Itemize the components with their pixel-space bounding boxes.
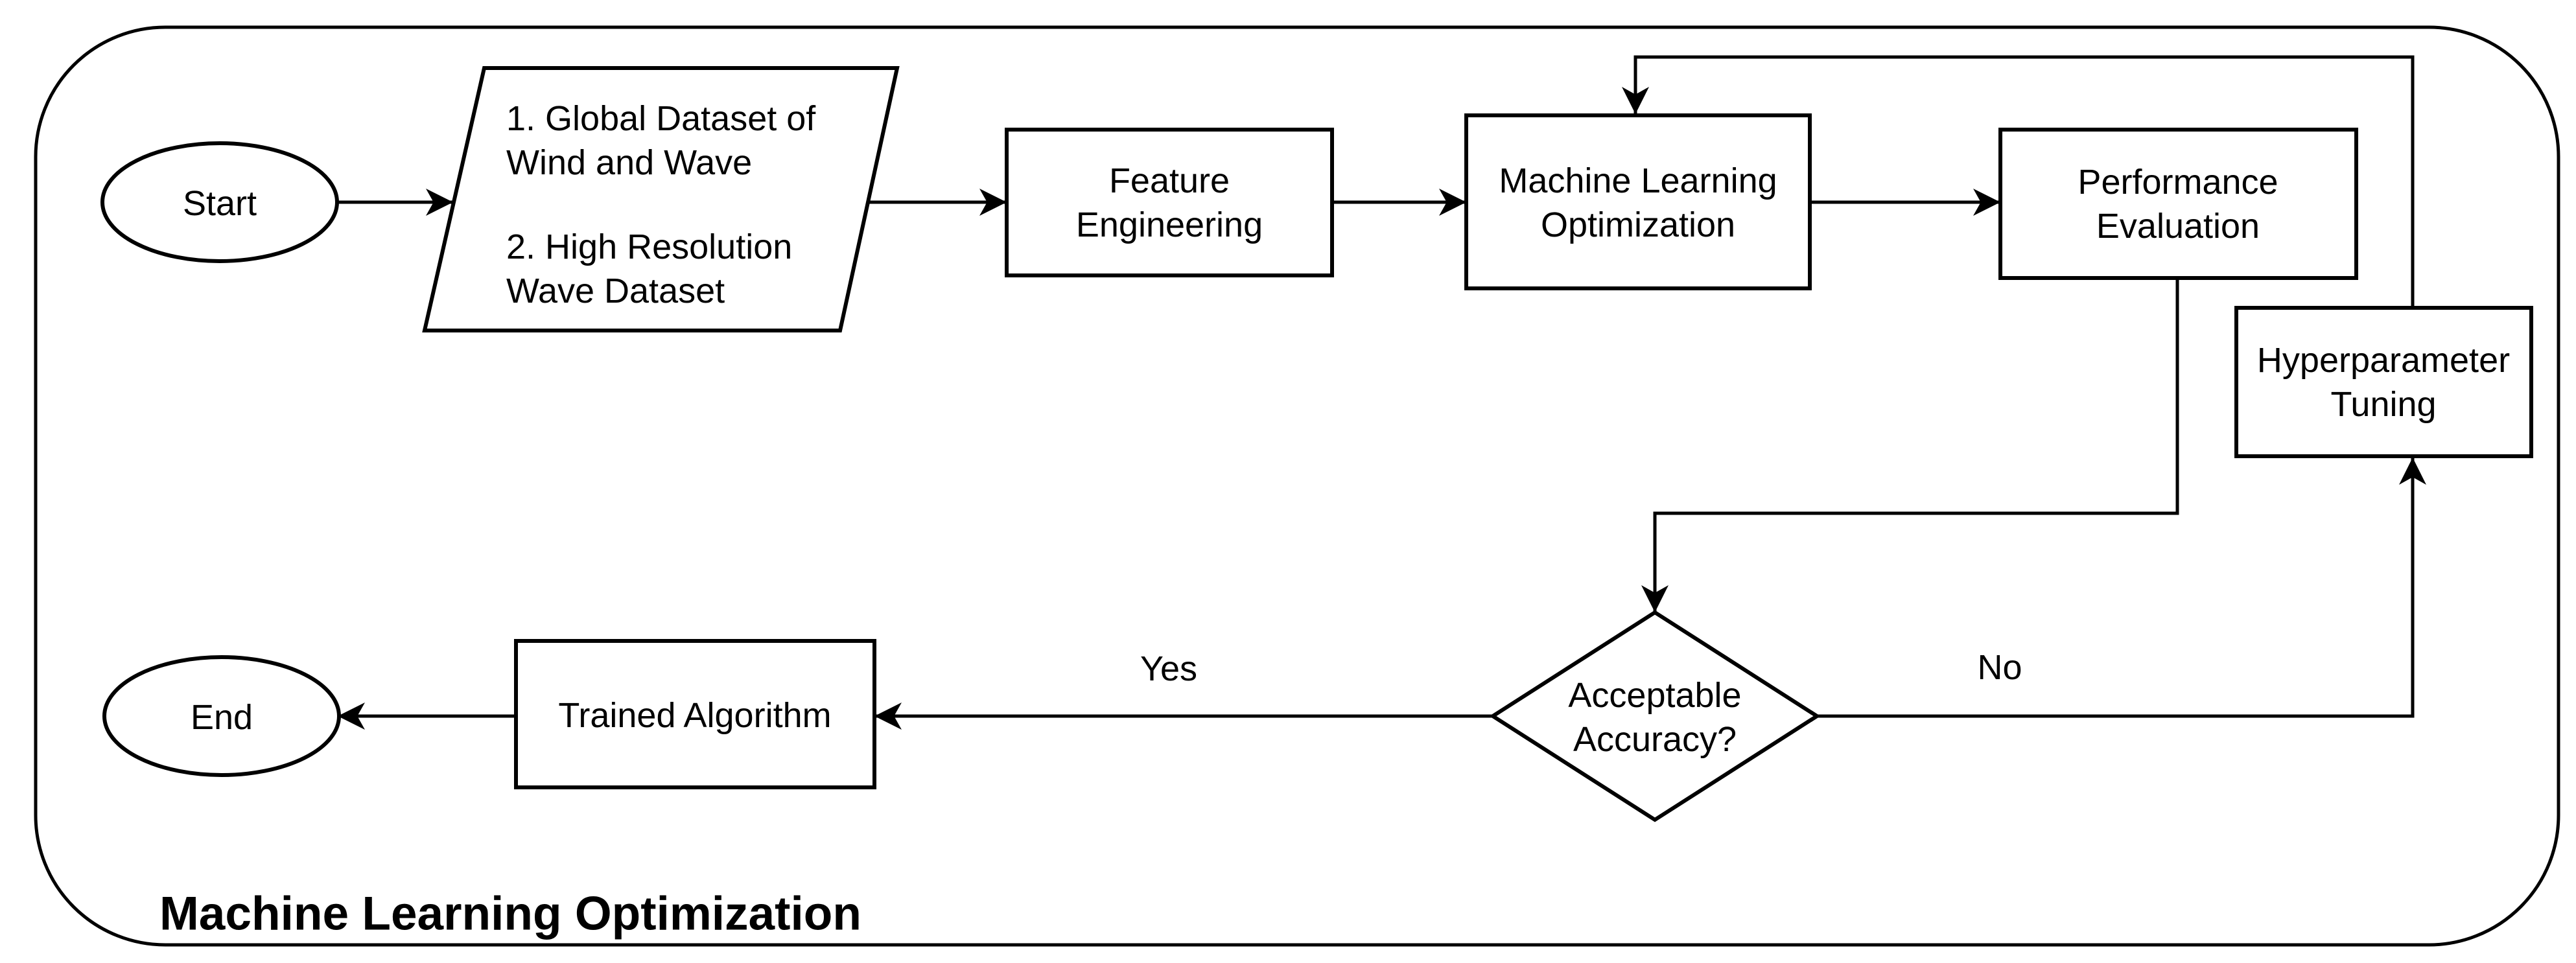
input-datasets-line-1: 1. Global Dataset of xyxy=(506,99,816,138)
diagram-title: Machine Learning Optimization xyxy=(159,888,861,940)
edge-performance-evaluation-to-decision xyxy=(1641,278,2179,612)
input-datasets-line-2: Wind and Wave xyxy=(506,143,752,182)
end-node xyxy=(102,655,341,777)
trained-algorithm-node xyxy=(514,639,876,789)
edge-decision-no-to-hyperparameter-tuning xyxy=(1817,458,2426,718)
no-edge-label: No xyxy=(1977,648,2022,687)
outer-container-border xyxy=(34,25,2560,947)
edge-hyperparameter-tuning-to-ml-optimization xyxy=(1622,55,2415,308)
start-node xyxy=(100,141,339,263)
input-datasets-node xyxy=(422,66,900,332)
hyperparameter-tuning-line-2: Tuning xyxy=(2330,385,2436,424)
hyperparameter-tuning-line-1: Hyperparameter xyxy=(2257,341,2510,380)
performance-evaluation-node xyxy=(1998,128,2358,280)
ml-optimization-node xyxy=(1464,113,1812,290)
acceptable-accuracy-line-2: Accuracy? xyxy=(1573,720,1737,759)
end-node-label: End xyxy=(191,698,253,737)
trained-algorithm-label: Trained Algorithm xyxy=(558,696,831,735)
input-datasets-line-4: Wave Dataset xyxy=(506,272,725,310)
acceptable-accuracy-line-1: Acceptable xyxy=(1568,676,1741,715)
performance-evaluation-line-2: Evaluation xyxy=(2096,207,2260,246)
hyperparameter-tuning-node xyxy=(2234,306,2533,458)
feature-engineering-line-2: Engineering xyxy=(1076,205,1263,244)
start-node-label: Start xyxy=(183,184,257,223)
ml-optimization-line-1: Machine Learning xyxy=(1499,161,1777,200)
input-datasets-line-3: 2. High Resolution xyxy=(506,227,792,266)
feature-engineering-line-1: Feature xyxy=(1109,161,1230,200)
performance-evaluation-line-1: Performance xyxy=(2078,163,2278,202)
acceptable-accuracy-decision-node xyxy=(1489,610,1821,822)
feature-engineering-node xyxy=(1005,128,1334,277)
yes-edge-label: Yes xyxy=(1140,649,1197,688)
ml-optimization-line-2: Optimization xyxy=(1541,205,1735,244)
